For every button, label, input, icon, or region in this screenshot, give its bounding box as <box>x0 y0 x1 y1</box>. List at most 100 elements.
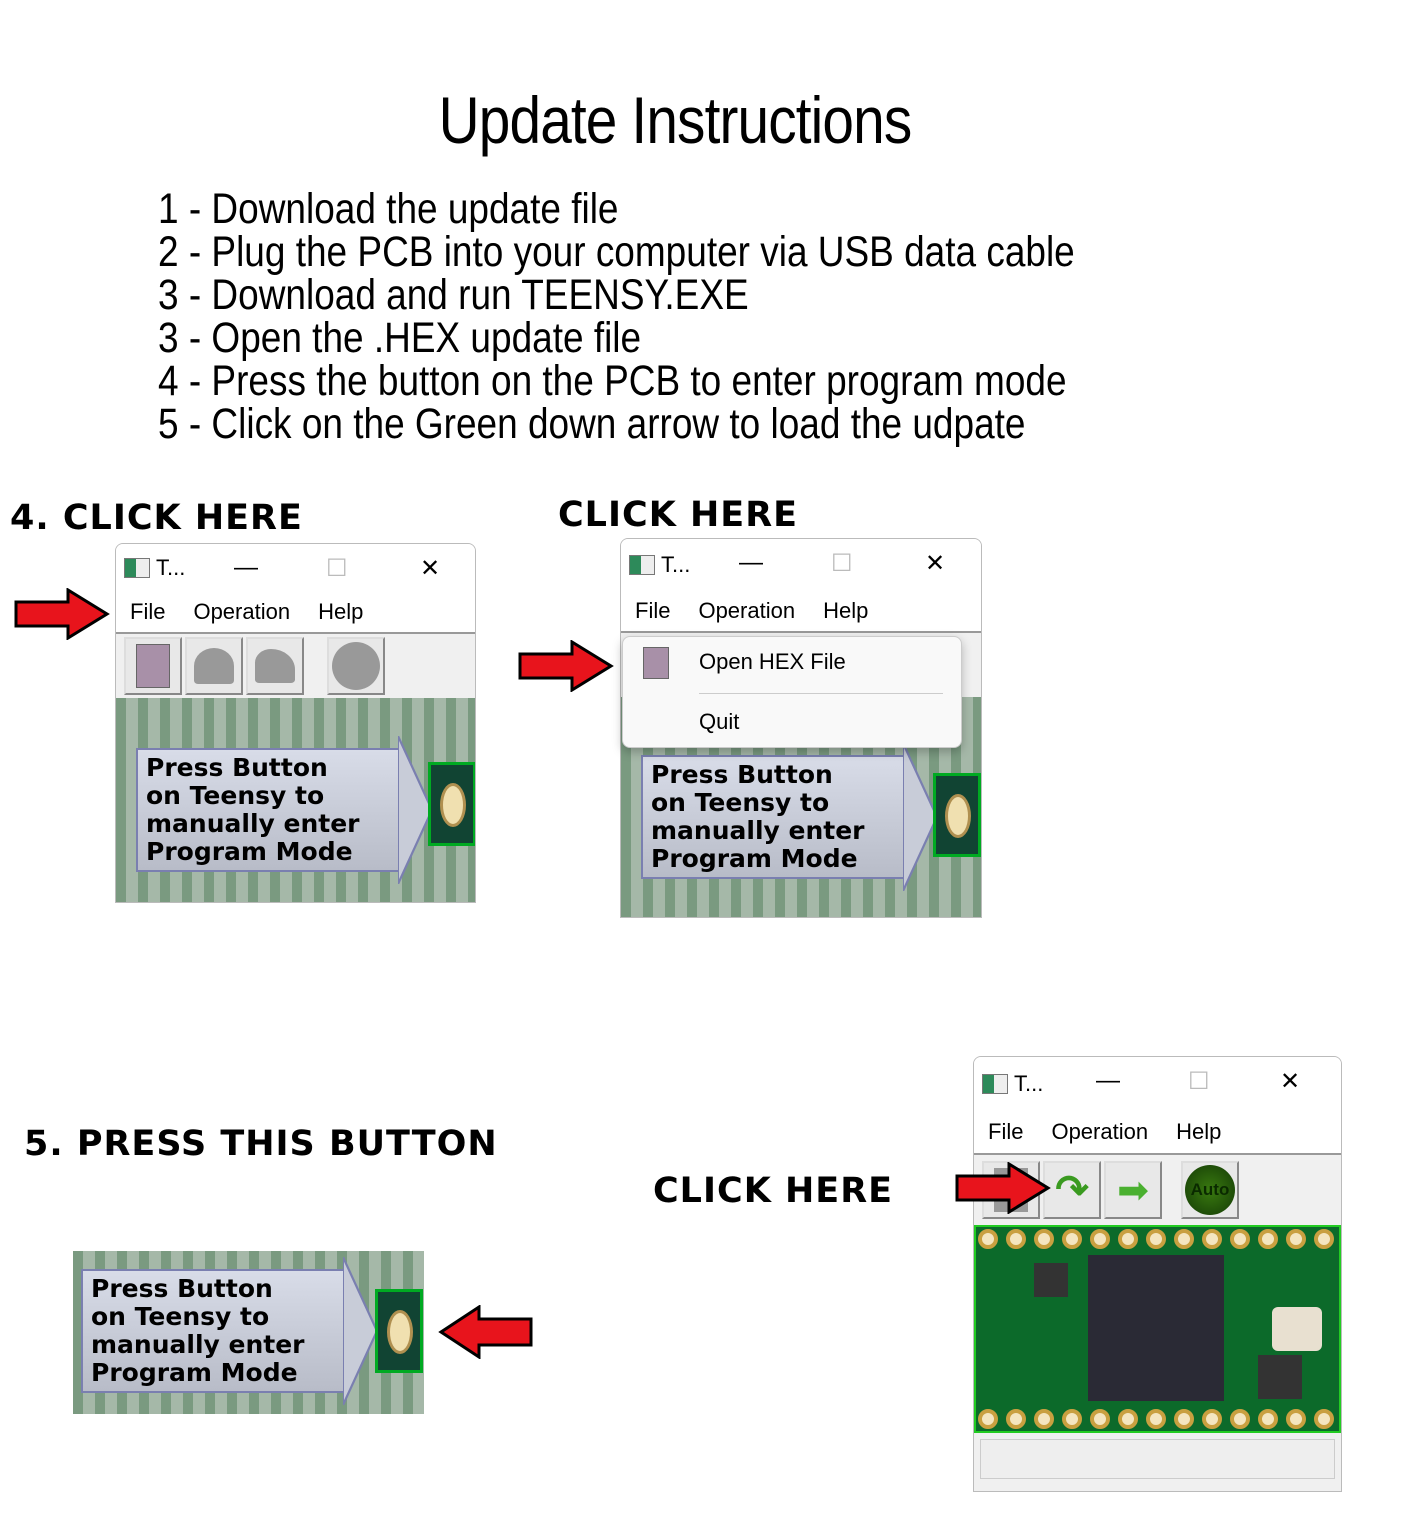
maximize-icon[interactable]: ☐ <box>1188 1068 1210 1095</box>
menu-divider <box>699 693 943 694</box>
menu-file[interactable]: File <box>635 598 671 623</box>
pin-pad <box>1230 1229 1250 1249</box>
pin-pad <box>1062 1409 1082 1429</box>
label-click-here-arrow: CLICK HERE <box>653 1171 894 1211</box>
chip <box>1258 1355 1302 1399</box>
menu-operation[interactable]: Operation <box>1051 1119 1149 1144</box>
close-icon[interactable]: ✕ <box>1280 1068 1301 1095</box>
red-arrow-left-icon <box>438 1305 533 1359</box>
green-down-arrow-icon: ↷ <box>1055 1168 1089 1212</box>
maximize-icon[interactable]: ☐ <box>831 550 853 577</box>
menu-help[interactable]: Help <box>823 598 869 623</box>
menu-file[interactable]: File <box>988 1119 1024 1144</box>
callout-arrow-tip <box>398 736 432 884</box>
pin-pad <box>978 1229 998 1249</box>
minimize-icon[interactable]: — <box>234 554 258 581</box>
pin-pad <box>1118 1229 1138 1249</box>
pin-pad <box>1202 1229 1222 1249</box>
step: 3 - Open the .HEX update file <box>158 314 642 362</box>
window-title: T... <box>1014 1071 1044 1096</box>
pin-pad <box>1314 1229 1334 1249</box>
red-arrow-icon <box>518 640 614 692</box>
auto-button[interactable] <box>327 637 385 695</box>
window-title: T... <box>156 555 186 580</box>
pin-pad <box>1034 1229 1054 1249</box>
close-icon[interactable]: ✕ <box>420 555 441 582</box>
close-icon[interactable]: ✕ <box>925 550 946 577</box>
pin-pad <box>1090 1229 1110 1249</box>
teensy-pushbutton[interactable] <box>428 762 475 846</box>
teensy-pushbutton[interactable] <box>375 1289 423 1373</box>
pin-pad <box>1062 1229 1082 1249</box>
steps-list: 1 - Download the update file 2 - Plug th… <box>158 188 1075 446</box>
step: 2 - Plug the PCB into your computer via … <box>158 228 1075 276</box>
pin-pad <box>1258 1229 1278 1249</box>
reboot-button[interactable]: ➡ <box>1104 1161 1162 1219</box>
pin-pad <box>1286 1229 1306 1249</box>
pin-pad <box>1146 1229 1166 1249</box>
menu-operation[interactable]: Operation <box>698 598 796 623</box>
reboot-icon <box>255 649 295 683</box>
menu-help[interactable]: Help <box>1176 1119 1222 1144</box>
pin-pad <box>1090 1409 1110 1429</box>
app-icon <box>124 558 150 578</box>
minimize-icon[interactable]: — <box>1096 1067 1120 1094</box>
menu-item-quit[interactable]: Quit <box>699 709 740 734</box>
mcu-chip <box>1088 1255 1224 1401</box>
pin-pad <box>1146 1409 1166 1429</box>
document-icon <box>136 644 170 688</box>
pin-pad <box>1006 1409 1026 1429</box>
label-press-button: 5. PRESS THIS BUTTON <box>24 1124 498 1164</box>
step: 5 - Click on the Green down arrow to loa… <box>158 400 1026 448</box>
app-icon <box>982 1074 1008 1094</box>
auto-button[interactable]: Auto <box>1181 1161 1239 1219</box>
menu-file[interactable]: File <box>130 599 166 624</box>
program-button[interactable] <box>185 637 243 695</box>
green-right-arrow-icon: ➡ <box>1117 1169 1149 1212</box>
auto-icon <box>332 642 380 690</box>
pin-pad <box>1258 1409 1278 1429</box>
open-hex-button[interactable] <box>124 637 182 695</box>
pin-pad <box>1230 1409 1250 1429</box>
minimize-icon[interactable]: — <box>739 549 763 576</box>
status-bar <box>980 1439 1335 1479</box>
pin-pad <box>1118 1409 1138 1429</box>
label-click-here-menu: CLICK HERE <box>558 495 799 535</box>
red-arrow-icon <box>955 1162 1051 1214</box>
label-click-here-4: 4. CLICK HERE <box>10 498 303 538</box>
pin-pad <box>1314 1409 1334 1429</box>
pin-pad <box>978 1409 998 1429</box>
reboot-button[interactable] <box>246 637 304 695</box>
pin-pad <box>1034 1409 1054 1429</box>
pin-pad <box>1006 1229 1026 1249</box>
step: 1 - Download the update file <box>158 185 619 233</box>
teensy-board-image <box>974 1225 1341 1433</box>
teensy-pushbutton[interactable] <box>933 773 981 857</box>
pin-pad <box>1174 1409 1194 1429</box>
menu-help[interactable]: Help <box>318 599 364 624</box>
page-title: Update Instructions <box>438 83 913 157</box>
menu-operation[interactable]: Operation <box>193 599 291 624</box>
maximize-icon[interactable]: ☐ <box>326 555 348 582</box>
document-icon <box>643 647 669 679</box>
pin-pad <box>1286 1409 1306 1429</box>
file-dropdown-menu: Open HEX File Quit <box>622 636 962 748</box>
board-pushbutton <box>1272 1307 1322 1351</box>
teensy-window-3: T... — ☐ ✕ File Operation Help ↷ ➡ Auto <box>973 1056 1342 1492</box>
teensy-window-1: T... — ☐ ✕ File Operation Help Press Butto… <box>115 543 476 903</box>
auto-icon: Auto <box>1185 1165 1235 1215</box>
red-arrow-icon <box>14 588 110 640</box>
menu-item-open-hex[interactable]: Open HEX File <box>699 649 846 674</box>
title-bar: T... — ☐ ✕ <box>116 544 475 592</box>
callout-arrow-tip <box>903 743 937 891</box>
callout-arrow-tip <box>343 1257 377 1405</box>
pin-pad <box>1202 1409 1222 1429</box>
pin-pad <box>1174 1229 1194 1249</box>
program-button[interactable]: ↷ <box>1043 1161 1101 1219</box>
window-title: T... <box>661 552 691 577</box>
